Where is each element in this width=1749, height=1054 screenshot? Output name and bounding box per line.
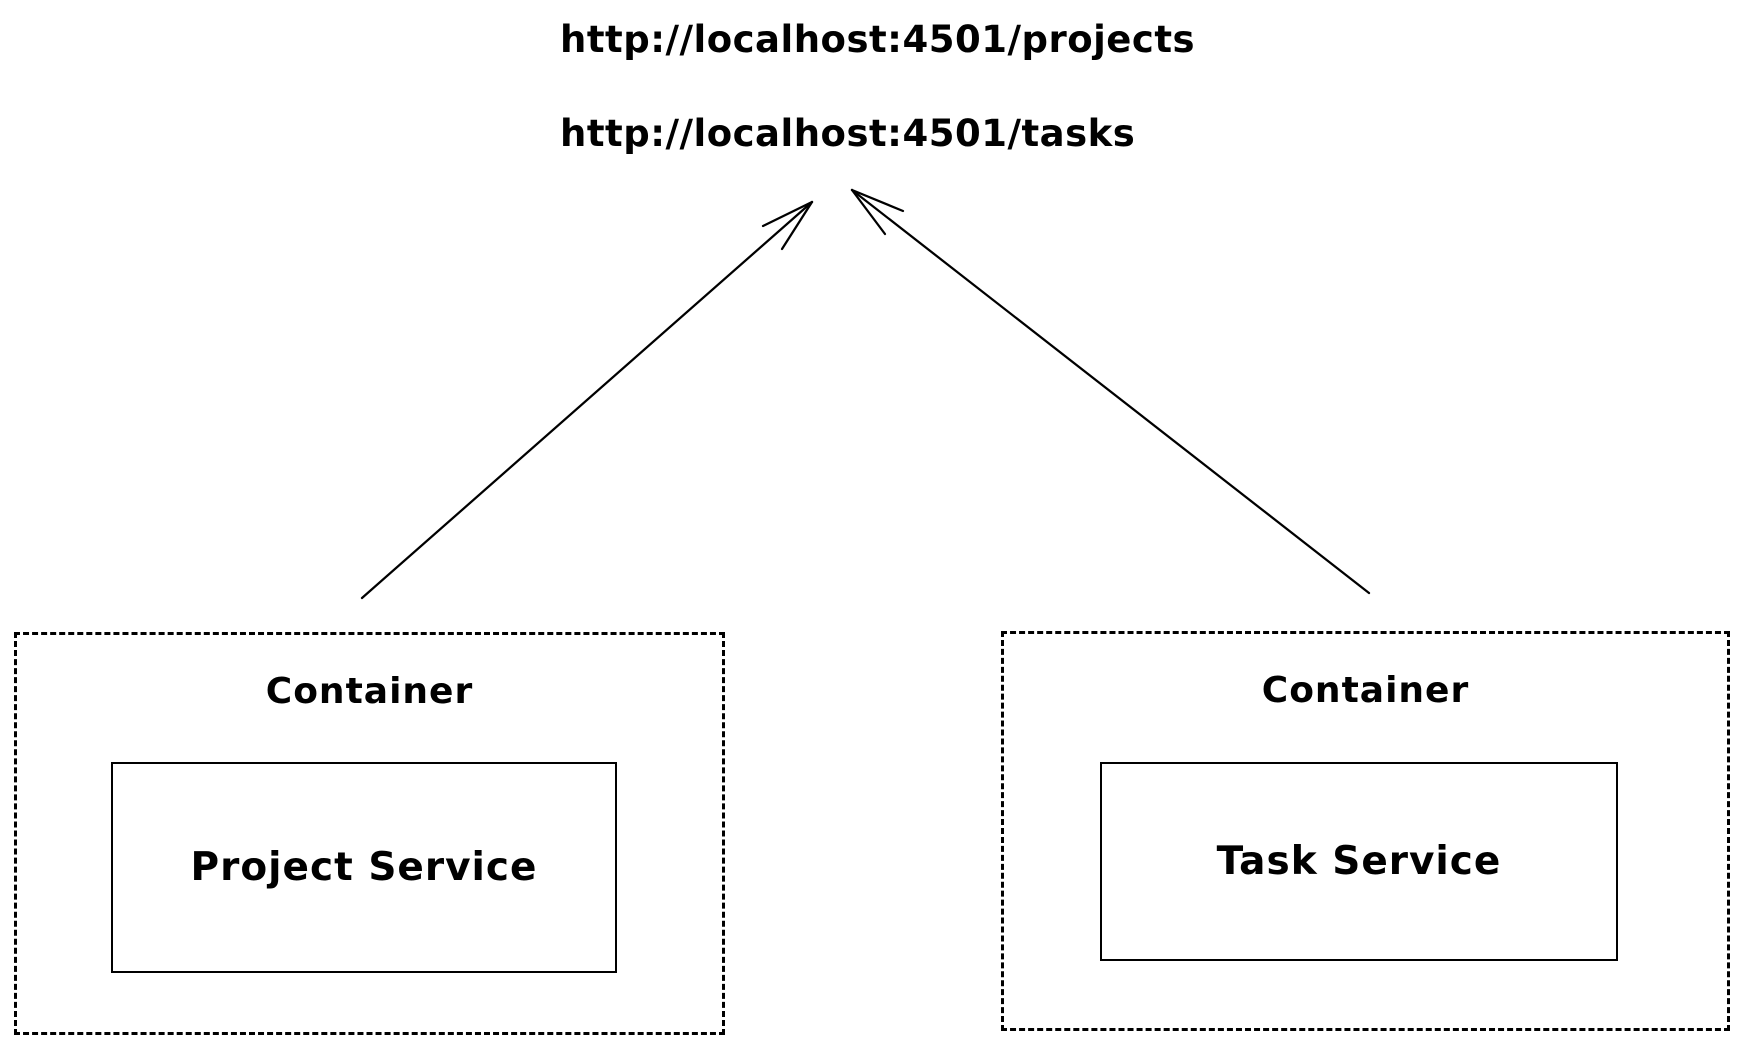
- arrow-project-container-to-endpoints: [360, 200, 814, 600]
- project-service-box: Project Service: [111, 762, 617, 973]
- container-label: Container: [265, 671, 474, 712]
- container-box-task: Container Task Service: [1001, 631, 1730, 1031]
- project-service-label: Project Service: [190, 845, 538, 890]
- container-box-project: Container Project Service: [14, 632, 725, 1035]
- container-label: Container: [1261, 670, 1470, 711]
- endpoint-url-projects: http://localhost:4501/projects: [560, 18, 1196, 61]
- task-service-box: Task Service: [1100, 762, 1618, 961]
- endpoint-url-tasks: http://localhost:4501/tasks: [560, 112, 1136, 155]
- task-service-label: Task Service: [1216, 839, 1502, 884]
- arrow-task-container-to-endpoints: [850, 188, 1371, 595]
